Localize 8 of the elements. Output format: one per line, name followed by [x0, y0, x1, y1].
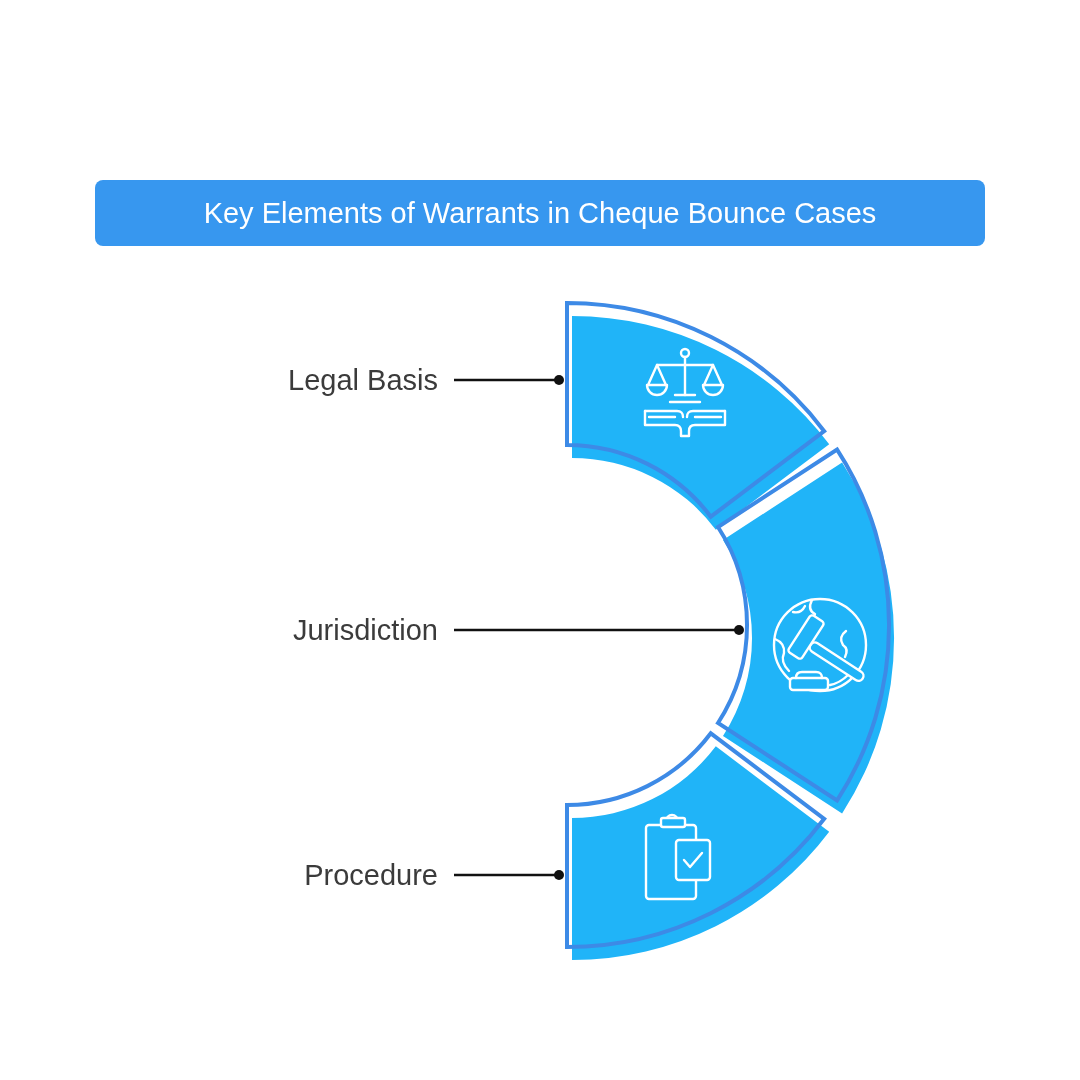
arc-segment — [565, 301, 830, 530]
label-text: Procedure — [304, 857, 438, 893]
title-banner: Key Elements of Warrants in Cheque Bounce Cases — [95, 180, 985, 246]
leader-line — [454, 870, 564, 880]
leader-line — [454, 625, 744, 635]
leader-line — [454, 375, 564, 385]
label-text: Legal Basis — [288, 362, 438, 398]
label-text: Jurisdiction — [292, 612, 438, 648]
